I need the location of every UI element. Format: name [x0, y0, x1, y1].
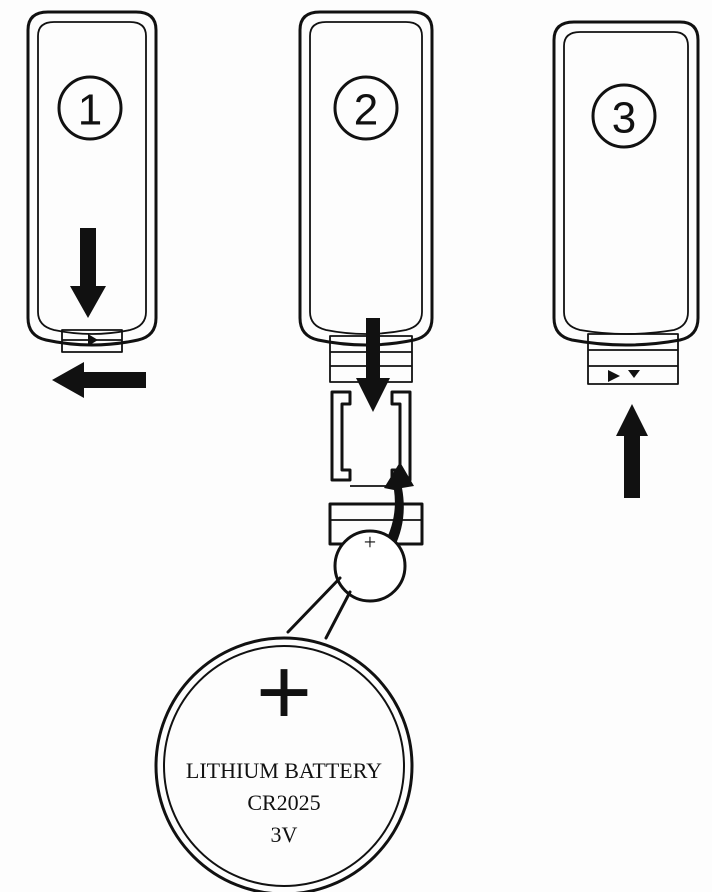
battery-polarity-mark: + — [364, 530, 376, 555]
step-1-number: 1 — [78, 86, 102, 135]
battery-zoom: + LITHIUM BATTERY CR2025 3V — [154, 636, 414, 892]
step-1-down-arrow-icon — [70, 228, 106, 318]
battery-zoom-plus: + — [256, 639, 312, 746]
battery-label-line1: LITHIUM BATTERY — [186, 758, 382, 783]
step-3-up-arrow-icon — [616, 404, 648, 498]
step-2-number: 2 — [354, 86, 378, 135]
step-2-battery-tray — [328, 390, 424, 546]
step-2-number-badge: 2 — [333, 75, 399, 141]
step-2-down-arrow-icon — [356, 318, 390, 412]
step-2-curved-arrow-icon — [384, 462, 414, 548]
step-1-remote — [26, 10, 158, 353]
step-1-number-badge: 1 — [57, 75, 123, 141]
battery-label-line2: CR2025 — [247, 790, 320, 815]
step-2-battery-small: + — [333, 529, 407, 603]
battery-label-line3: 3V — [271, 822, 298, 847]
step-1-left-arrow-icon — [52, 362, 146, 398]
step-3-number-badge: 3 — [591, 83, 657, 149]
step-3-remote — [552, 20, 700, 385]
zoom-callout-lines — [286, 576, 352, 640]
step-3-number: 3 — [612, 94, 636, 143]
